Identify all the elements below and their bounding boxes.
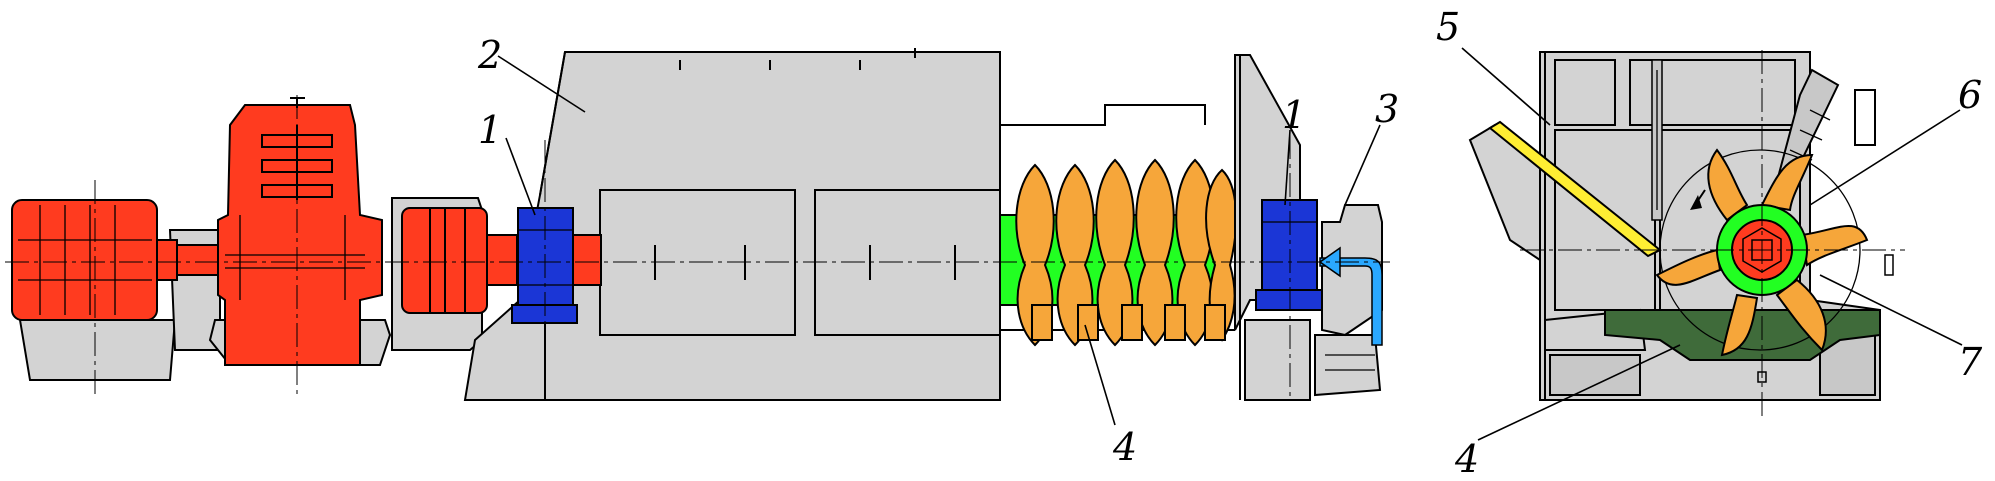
end-view <box>1468 50 1905 420</box>
callout-screen-end: 4 <box>1454 437 1479 481</box>
hammer-orbit <box>1659 149 1861 351</box>
right-base <box>1244 319 1311 401</box>
callout-hammer-end: 6 <box>1958 73 1982 117</box>
callout-rotor-end: 7 <box>1958 340 1983 384</box>
motor-foundation <box>18 319 177 381</box>
callout-bearing-right: 1 <box>1282 93 1306 137</box>
gearbox <box>217 97 383 366</box>
coupling <box>176 244 223 276</box>
callout-hammers-side: 4 <box>1112 425 1137 469</box>
leader-lines <box>497 47 1963 441</box>
bearing-right <box>1255 199 1323 311</box>
callout-deflector: 5 <box>1436 5 1460 49</box>
hammers-side <box>1015 158 1238 347</box>
drum-coupling <box>401 207 518 314</box>
hammers-end <box>1655 148 1869 357</box>
callout-housing: 2 <box>477 33 502 77</box>
callout-inlet: 3 <box>1375 87 1399 131</box>
inlet-base <box>1314 334 1382 397</box>
inlet-housing <box>1321 204 1383 337</box>
callout-bearing-left: 1 <box>478 108 502 152</box>
side-view <box>5 48 1390 401</box>
